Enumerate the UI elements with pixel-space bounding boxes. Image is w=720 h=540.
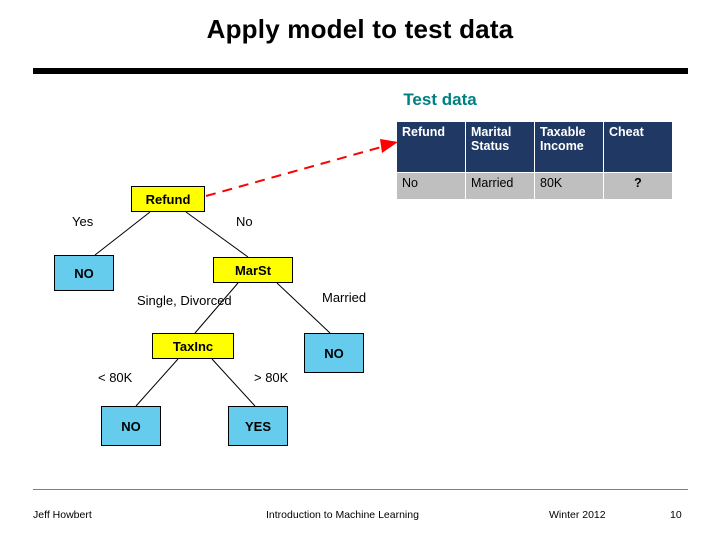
edge-label-single-divorced: Single, Divorced [137, 293, 232, 308]
table-row: No Married 80K ? [396, 172, 673, 200]
footer-page-number: 10 [670, 509, 682, 521]
page-title: Apply model to test data [206, 14, 514, 44]
tree-leaf-no-refund-yes: NO [54, 255, 114, 291]
cell-marital-status: Married [465, 172, 535, 200]
edge-label-less-than-80k: < 80K [98, 370, 133, 385]
tree-leaf-yes-high-income: YES [228, 406, 288, 446]
table-header-row: Refund Marital Status Taxable Income Che… [396, 121, 673, 173]
column-header-cheat: Cheat [603, 121, 673, 173]
cell-taxable-income: 80K [534, 172, 604, 200]
test-data-table: Refund Marital Status Taxable Income Che… [396, 121, 673, 200]
column-header-marital-status: Marital Status [465, 121, 535, 173]
tree-node-refund: Refund [131, 186, 205, 212]
edge-label-married: Married [322, 290, 367, 305]
footer-divider [33, 489, 688, 490]
edge-label-greater-than-80k: > 80K [254, 370, 289, 385]
tree-leaf-no-married: NO [304, 333, 364, 373]
footer-author: Jeff Howbert [33, 509, 92, 521]
cell-cheat: ? [603, 172, 673, 200]
edge-label-yes: Yes [72, 214, 94, 229]
footer-course: Introduction to Machine Learning [266, 509, 419, 521]
title-divider [33, 68, 688, 74]
column-header-taxable-income: Taxable Income [534, 121, 604, 173]
cell-refund: No [396, 172, 466, 200]
tree-leaf-no-low-income: NO [101, 406, 161, 446]
edge-label-no: No [236, 214, 253, 229]
test-data-label: Test data [403, 90, 477, 109]
column-header-refund: Refund [396, 121, 466, 173]
footer-term: Winter 2012 [549, 509, 606, 521]
tree-node-taxinc: TaxInc [152, 333, 234, 359]
tree-node-marst: MarSt [213, 257, 293, 283]
